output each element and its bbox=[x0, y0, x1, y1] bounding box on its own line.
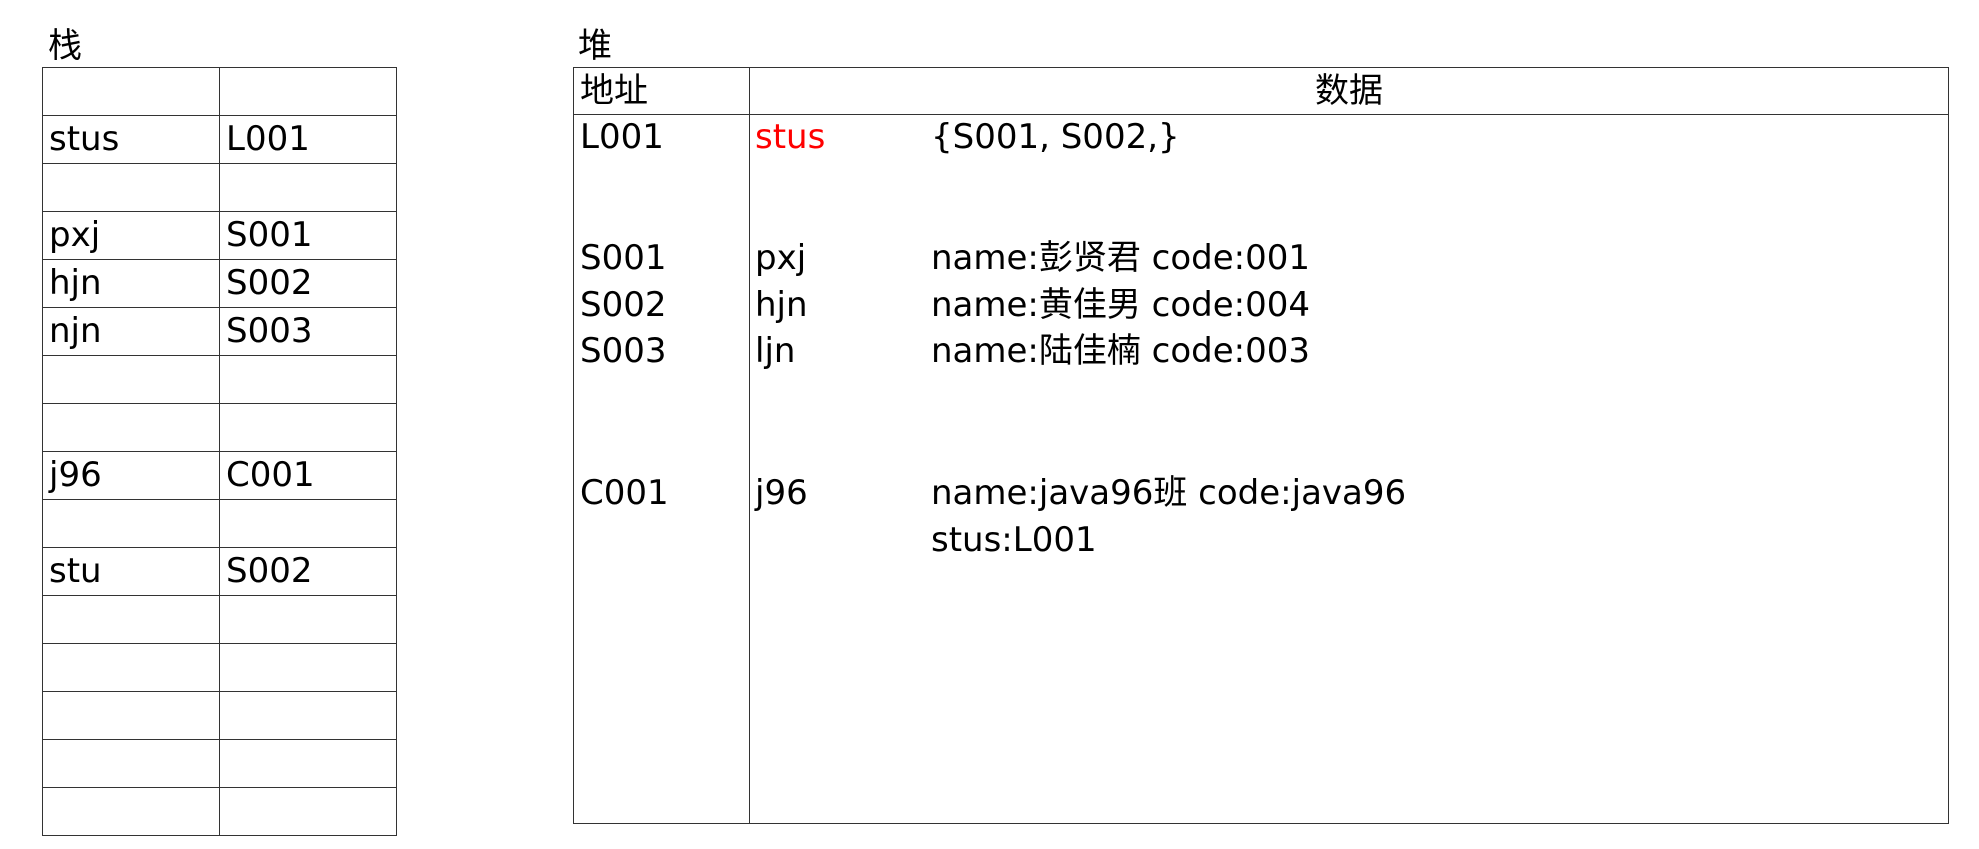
stack-var-name bbox=[42, 691, 220, 740]
heap-header-divider bbox=[574, 114, 1948, 115]
heap-address: S002 bbox=[580, 285, 667, 325]
stack-ref: S002 bbox=[219, 259, 397, 308]
stack-row bbox=[42, 403, 397, 452]
stack-var-name: pxj bbox=[42, 211, 220, 260]
stack-row bbox=[42, 595, 397, 644]
heap-variable: j96 bbox=[755, 473, 808, 513]
stack-ref bbox=[219, 499, 397, 548]
stack-ref: S003 bbox=[219, 307, 397, 356]
stack-var-name: j96 bbox=[42, 451, 220, 500]
heap-value: name:黄佳男 code:004 bbox=[931, 285, 1311, 325]
heap-value: stus:L001 bbox=[931, 520, 1097, 560]
heap-value: name:陆佳楠 code:003 bbox=[931, 331, 1311, 371]
stack-ref bbox=[219, 67, 397, 116]
heap-address: S001 bbox=[580, 238, 667, 278]
stack-title: 栈 bbox=[48, 26, 82, 66]
stack-var-name: hjn bbox=[42, 259, 220, 308]
stack-row bbox=[42, 67, 397, 116]
heap-header-data: 数据 bbox=[1315, 71, 1383, 111]
stack-var-name: stu bbox=[42, 547, 220, 596]
heap-address: L001 bbox=[580, 117, 664, 157]
stack-var-name bbox=[42, 163, 220, 212]
stack-var-name bbox=[42, 787, 220, 836]
heap-column-divider bbox=[749, 68, 750, 823]
heap-title: 堆 bbox=[578, 26, 612, 66]
stack-var-name: stus bbox=[42, 115, 220, 164]
heap-value: name:java96班 code:java96 bbox=[931, 473, 1407, 513]
heap-address: S003 bbox=[580, 331, 667, 371]
heap-address: C001 bbox=[580, 473, 669, 513]
stack-var-name bbox=[42, 499, 220, 548]
stack-ref bbox=[219, 403, 397, 452]
stack-row bbox=[42, 499, 397, 548]
stack-var-name bbox=[42, 403, 220, 452]
stack-ref bbox=[219, 355, 397, 404]
heap-value: name:彭贤君 code:001 bbox=[931, 238, 1311, 278]
stack-ref bbox=[219, 739, 397, 788]
stack-row bbox=[42, 691, 397, 740]
stack-var-name bbox=[42, 739, 220, 788]
stack-var-name bbox=[42, 355, 220, 404]
stack-ref: S002 bbox=[219, 547, 397, 596]
stack-ref: S001 bbox=[219, 211, 397, 260]
stack-ref bbox=[219, 595, 397, 644]
stack-row bbox=[42, 643, 397, 692]
heap-variable-highlighted: stus bbox=[755, 117, 826, 157]
stack-var-name bbox=[42, 595, 220, 644]
stack-row bbox=[42, 163, 397, 212]
stack-ref bbox=[219, 163, 397, 212]
heap-header-address: 地址 bbox=[580, 71, 648, 111]
stack-var-name: njn bbox=[42, 307, 220, 356]
stack-ref bbox=[219, 691, 397, 740]
heap-variable: pxj bbox=[755, 238, 807, 278]
stack-ref bbox=[219, 787, 397, 836]
heap-table: 地址 数据 L001 stus {S001, S002,} S001 pxj n… bbox=[573, 67, 1949, 824]
stack-row bbox=[42, 355, 397, 404]
stack-ref: C001 bbox=[219, 451, 397, 500]
stack-ref: L001 bbox=[219, 115, 397, 164]
stack-row bbox=[42, 739, 397, 788]
heap-variable: ljn bbox=[755, 331, 796, 371]
stack-var-name bbox=[42, 67, 220, 116]
heap-value: {S001, S002,} bbox=[931, 117, 1180, 157]
stack-var-name bbox=[42, 643, 220, 692]
stack-ref bbox=[219, 643, 397, 692]
heap-variable: hjn bbox=[755, 285, 808, 325]
stack-row bbox=[42, 787, 397, 836]
